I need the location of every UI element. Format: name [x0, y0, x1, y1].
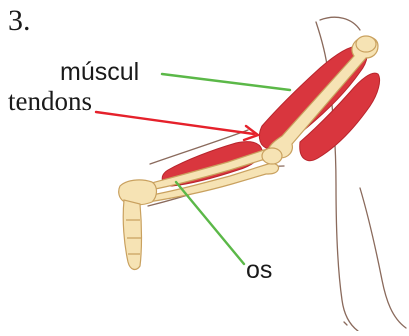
muscle-pointer-line: [162, 74, 290, 90]
chest-side-contour: [360, 188, 406, 328]
figure-number: 3.: [8, 4, 31, 38]
hand-bones: [123, 200, 141, 269]
shoulder-contour: [320, 17, 360, 30]
tendon-pointer-line: [96, 112, 254, 134]
bone-pointer-line: [176, 182, 244, 264]
tendon-label: tendons: [8, 86, 92, 116]
muscle-label: múscul: [60, 58, 139, 86]
humerus-head: [356, 36, 376, 52]
elbow-joint: [262, 148, 282, 164]
skin-fold-mark: [344, 322, 347, 325]
bone-label: os: [246, 256, 272, 284]
